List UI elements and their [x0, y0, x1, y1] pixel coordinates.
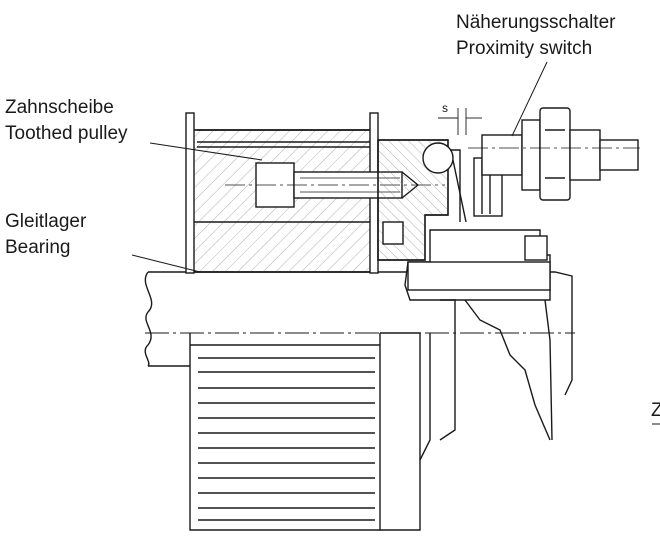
lower-hub-profile: [380, 299, 573, 531]
pulley-label-de: Zahnscheibe: [5, 97, 114, 118]
proximity-switch-label-de: Näherungsschalter: [456, 12, 616, 33]
bearing-leader: [131, 254, 201, 273]
pulley-leader: [149, 142, 263, 161]
pulley-label-en: Toothed pulley: [5, 123, 128, 144]
switch-leader: [511, 61, 548, 137]
gap-label: s: [442, 101, 448, 115]
bearing-label-en: Bearing: [5, 237, 71, 258]
bearing-label-de: Gleitlager: [5, 211, 87, 232]
edge-letter: Z: [651, 400, 660, 421]
pulley-teeth: [189, 333, 381, 531]
proximity-switch-label-en: Proximity switch: [456, 38, 593, 59]
detent-ball: [422, 142, 454, 174]
gap-dimension: [438, 108, 482, 135]
proximity-switch: [468, 107, 640, 201]
